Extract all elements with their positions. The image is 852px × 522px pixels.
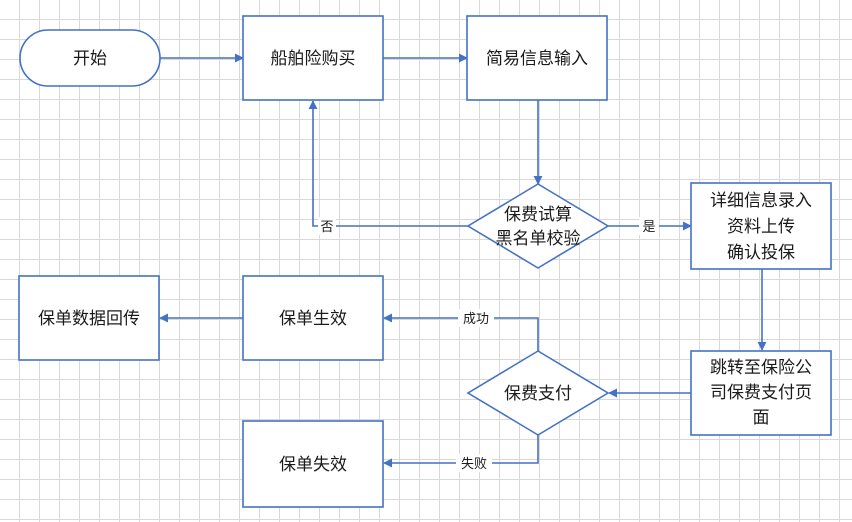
node-redirect-pay-line-2: 司保费支付页 [710,383,812,403]
node-simple-info: 简易信息输入 [466,15,608,101]
node-detail-info: 详细信息录入 资料上传 确认投保 [690,182,832,270]
edge-check-no-to-purchase [308,100,468,227]
node-policy-invalid-label: 保单失效 [279,455,347,475]
node-policy-return-label: 保单数据回传 [38,309,140,329]
node-detail-info-line-3: 确认投保 [727,243,795,263]
node-ship-purchase-label: 船舶险购买 [271,49,356,69]
node-policy-return: 保单数据回传 [18,275,160,361]
node-start: 开始 [19,29,161,87]
edge-label-fail: 失败 [461,457,487,472]
edge-label-success: 成功 [463,312,489,327]
node-detail-info-line-2: 资料上传 [727,217,795,237]
edge-pay-success-to-effective [383,313,539,351]
node-trial-check-line-2: 黑名单校验 [496,229,581,249]
node-premium-pay-label: 保费支付 [504,384,572,404]
node-policy-invalid: 保单失效 [242,420,384,508]
node-start-label: 开始 [73,49,107,69]
node-trial-check-line-1: 保费试算 [504,205,572,225]
node-redirect-pay: 跳转至保险公 司保费支付页 面 [690,350,832,436]
edge-label-yes: 是 [642,220,655,235]
node-redirect-pay-line-3: 面 [753,408,770,428]
edges [159,53,767,468]
node-premium-pay: 保费支付 [466,350,610,436]
node-trial-check: 保费试算 黑名单校验 [466,183,610,269]
node-policy-effective-label: 保单生效 [279,309,347,329]
node-ship-purchase: 船舶险购买 [242,15,384,101]
node-policy-effective: 保单生效 [242,275,384,361]
node-redirect-pay-line-1: 跳转至保险公 [710,358,812,378]
node-detail-info-line-1: 详细信息录入 [710,191,812,211]
edge-pay-fail-to-invalid [383,435,539,468]
edge-label-no: 否 [320,220,333,235]
node-simple-info-label: 简易信息输入 [486,49,588,69]
edge-labels: 否 是 成功 失败 [318,217,659,472]
